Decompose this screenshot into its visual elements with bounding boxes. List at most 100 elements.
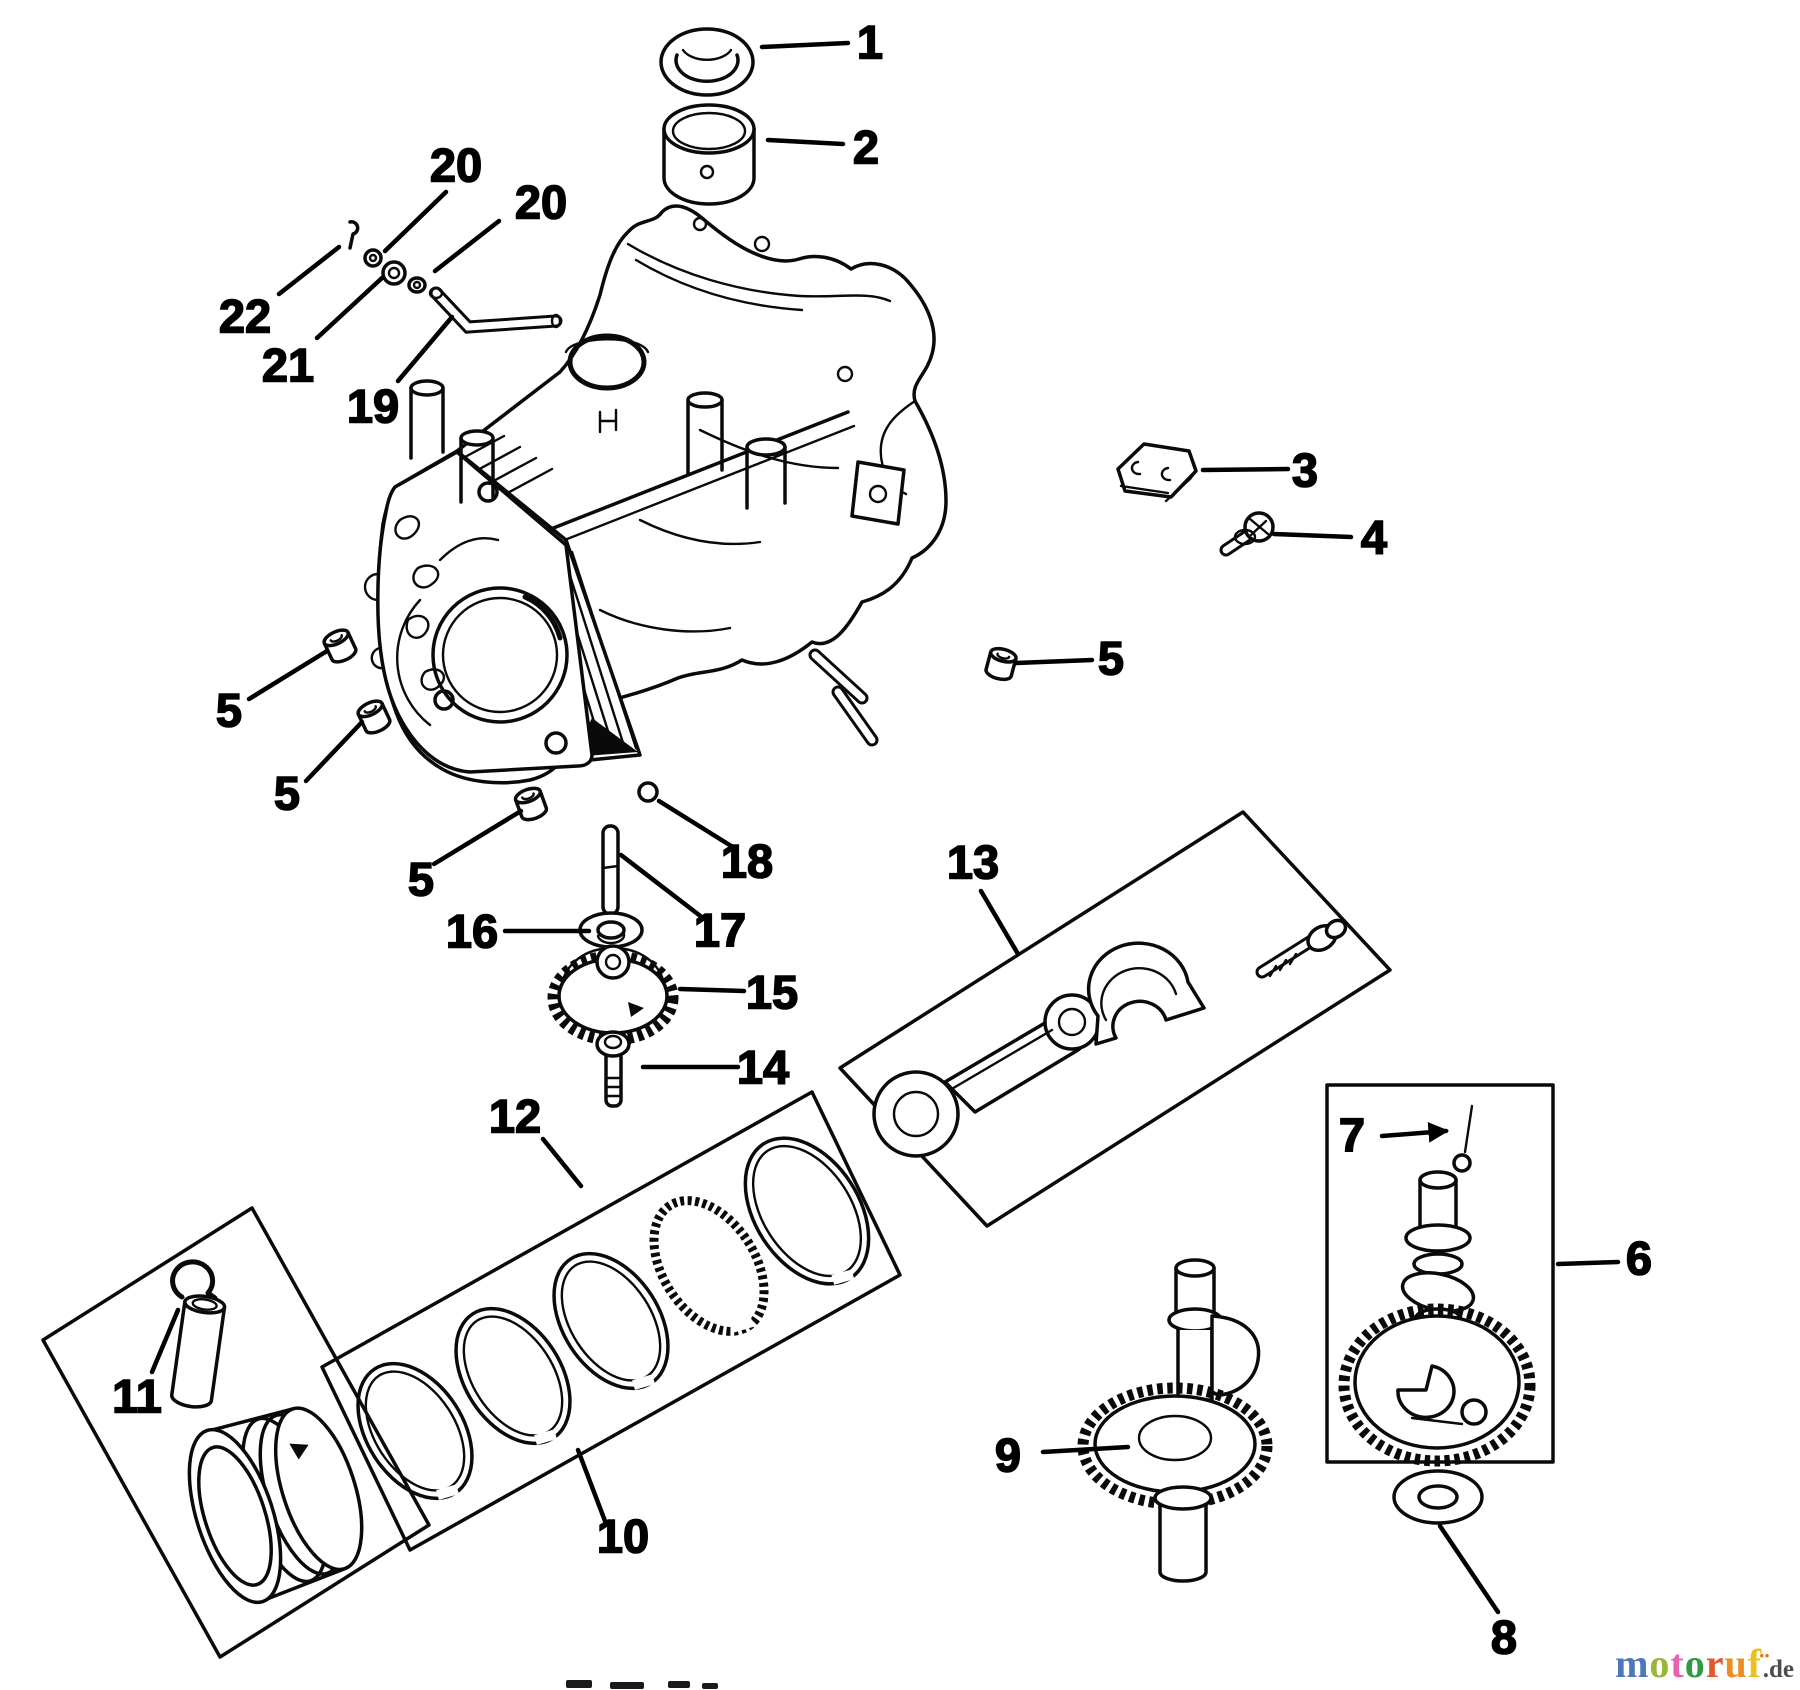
watermark[interactable]: motoruf··.de bbox=[1615, 1644, 1794, 1684]
leader-line-5 bbox=[303, 719, 365, 784]
leader-line-1 bbox=[759, 40, 851, 50]
part-callout-17: 17 bbox=[694, 904, 746, 957]
stud-part17 bbox=[601, 824, 620, 916]
watermark-letter: t bbox=[1670, 1641, 1685, 1686]
leader-line-13 bbox=[978, 888, 1021, 957]
watermark-mark: ·· bbox=[1758, 1642, 1771, 1668]
part-callout-10: 10 bbox=[597, 1510, 649, 1563]
leader-line-9 bbox=[1040, 1444, 1131, 1455]
leader-line-5 bbox=[431, 808, 524, 867]
rod-cap-part13 bbox=[1086, 941, 1206, 1046]
part-callout-7: 7 bbox=[1339, 1109, 1365, 1162]
leader-line-12 bbox=[540, 1136, 584, 1189]
part-callout-16: 16 bbox=[446, 905, 498, 958]
washer-part21 bbox=[381, 260, 407, 286]
ball-part18 bbox=[637, 781, 659, 803]
leader-line-5 bbox=[1013, 657, 1095, 666]
part-callout-2: 2 bbox=[853, 121, 879, 174]
part-callout-5: 5 bbox=[1098, 632, 1124, 685]
watermark-suffix: .de bbox=[1762, 1656, 1794, 1683]
washer-part20b bbox=[407, 276, 427, 294]
watermark-letter: f bbox=[1747, 1641, 1763, 1686]
leader-line-8 bbox=[1437, 1523, 1501, 1615]
leader-line-21 bbox=[314, 275, 385, 341]
leader-line-22 bbox=[276, 244, 342, 297]
rod-bolt-part13 bbox=[1255, 918, 1348, 979]
part-callout-5: 5 bbox=[216, 684, 242, 737]
part-callout-5: 5 bbox=[408, 853, 434, 906]
camshaft-pin-part7 bbox=[1452, 1104, 1474, 1173]
part-callout-3: 3 bbox=[1292, 444, 1318, 497]
governor-gear-part15 bbox=[547, 944, 679, 1046]
washer-part16 bbox=[578, 911, 644, 949]
piston-part10 bbox=[187, 1406, 364, 1605]
watermark-letter: o bbox=[1684, 1641, 1706, 1686]
watermark-letter: u bbox=[1724, 1641, 1748, 1686]
leader-line-4 bbox=[1271, 531, 1354, 540]
part-callout-8: 8 bbox=[1491, 1611, 1517, 1664]
leader-line-6 bbox=[1555, 1259, 1621, 1267]
pin-part22 bbox=[348, 220, 360, 250]
wrist-pin-part11 bbox=[170, 1294, 227, 1409]
part-callout-18: 18 bbox=[721, 835, 773, 888]
piston-ring bbox=[454, 1306, 572, 1446]
part-callout-4: 4 bbox=[1361, 511, 1387, 564]
piston-ring bbox=[356, 1361, 474, 1501]
part-callout-14: 14 bbox=[737, 1041, 789, 1094]
wrist-pin-retainer-part11 bbox=[170, 1259, 218, 1301]
washer-part20a bbox=[363, 248, 383, 268]
cropped-caption-marks bbox=[566, 1680, 718, 1689]
kit-box-piston bbox=[41, 1206, 431, 1659]
bushing-part5 bbox=[984, 646, 1018, 682]
kit-box-rings bbox=[320, 1090, 902, 1552]
watermark-letter: r bbox=[1705, 1641, 1725, 1686]
leader-line-2 bbox=[765, 137, 846, 147]
part-callout-13: 13 bbox=[947, 836, 999, 889]
watermark-letter: m bbox=[1615, 1641, 1650, 1686]
piston-ring bbox=[552, 1251, 670, 1391]
piston-ring bbox=[743, 1136, 871, 1286]
leader-line-5 bbox=[246, 648, 330, 702]
leader-line-11 bbox=[149, 1307, 181, 1375]
washer-part8 bbox=[1392, 1469, 1484, 1525]
screw-part14 bbox=[595, 1030, 631, 1108]
leader-line-20 bbox=[432, 218, 502, 274]
part-callout-22: 22 bbox=[219, 290, 271, 343]
part-callout-15: 15 bbox=[746, 966, 798, 1019]
leader-line-17 bbox=[618, 852, 706, 921]
part-callout-12: 12 bbox=[489, 1090, 541, 1143]
screw-part4 bbox=[1219, 511, 1275, 557]
bushing-part5 bbox=[513, 786, 549, 822]
part-callout-6: 6 bbox=[1626, 1232, 1652, 1285]
crankcase-drawing bbox=[363, 204, 948, 785]
stud bbox=[409, 379, 787, 510]
leader-line-15 bbox=[677, 986, 747, 994]
kit-box-camshaft bbox=[1325, 1083, 1555, 1464]
bearing-sleeve-part2 bbox=[662, 103, 756, 206]
part-callout-19: 19 bbox=[347, 380, 399, 433]
connecting-rod-part13 bbox=[872, 993, 1101, 1158]
part-callout-11: 11 bbox=[112, 1370, 162, 1423]
crank-gear-part9 bbox=[1077, 1258, 1273, 1583]
leader-line-3 bbox=[1200, 466, 1291, 473]
camshaft-part6 bbox=[1338, 1170, 1536, 1467]
leader-line-20 bbox=[382, 189, 449, 254]
kit-box-connecting-rod bbox=[838, 810, 1392, 1228]
bracket-part3 bbox=[1116, 442, 1198, 503]
part-callout-21: 21 bbox=[262, 339, 314, 392]
leader-line-18 bbox=[656, 798, 739, 852]
rod-part19 bbox=[428, 286, 563, 334]
piston-oil-ring bbox=[649, 1196, 769, 1336]
part-callout-9: 9 bbox=[995, 1429, 1021, 1482]
bearing-ring-part1 bbox=[659, 27, 755, 97]
part-callout-1: 1 bbox=[857, 16, 883, 69]
part-callout-5: 5 bbox=[274, 767, 300, 820]
leader-line-10 bbox=[575, 1447, 608, 1524]
leader-line-19 bbox=[395, 314, 455, 384]
part-callout-20: 20 bbox=[430, 139, 482, 192]
leader-line-7 bbox=[1379, 1122, 1450, 1143]
bushing-part5 bbox=[322, 628, 358, 664]
watermark-letter: o bbox=[1649, 1641, 1671, 1686]
